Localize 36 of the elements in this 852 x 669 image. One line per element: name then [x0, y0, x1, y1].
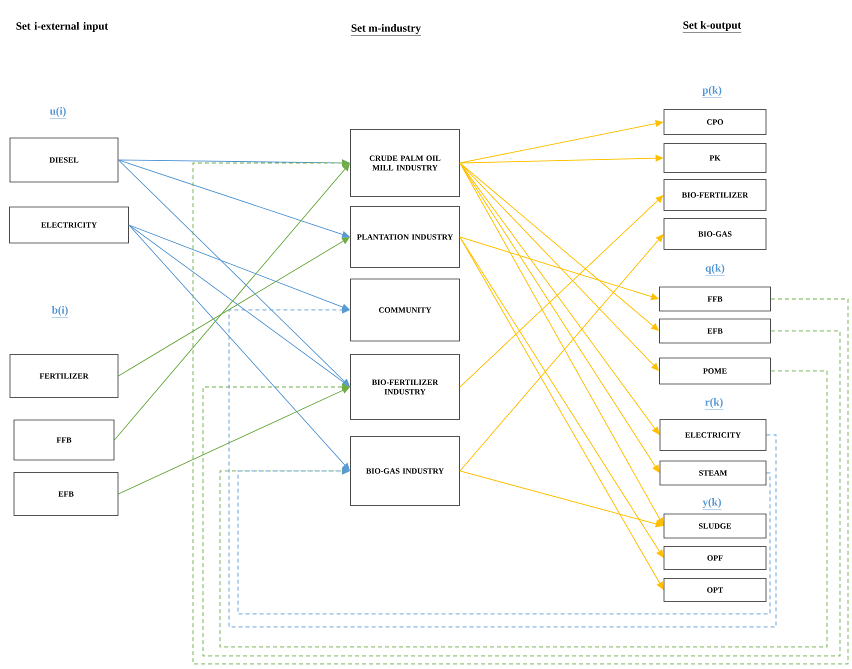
output-box: SLUDGE	[664, 514, 766, 538]
set-label: p(k)	[702, 86, 722, 98]
set-label: b(i)	[52, 306, 68, 318]
input-box: ELECTRICITY	[9, 206, 129, 244]
process-box: BIO-FERTILIZER INDUSTRY	[350, 354, 460, 420]
input-box: DIESEL	[10, 138, 118, 182]
column-heading: Set m-industry	[350, 24, 422, 36]
output-box: BIO-GAS	[664, 218, 766, 250]
output-box: STEAM	[660, 460, 766, 486]
feedback-arrow	[202, 330, 840, 656]
output-box: BIO-FERTILIZER	[664, 179, 766, 211]
set-label: y(k)	[702, 498, 722, 510]
output-box: OPT	[664, 578, 766, 602]
process-box: COMMUNITY	[350, 278, 460, 342]
feedback-arrow	[192, 159, 848, 664]
process-box: CRUDE PALM OIL MILL INDUSTRY	[350, 129, 460, 197]
column-heading: Set k-output	[682, 21, 742, 33]
output-box: OPF	[664, 546, 766, 570]
output-box: ELECTRICITY	[660, 419, 766, 451]
feedback-arrow	[238, 467, 770, 614]
output-box: CPO	[664, 109, 766, 135]
input-box: EFB	[14, 472, 118, 516]
process-box: PLANTATION INDUSTRY	[350, 206, 460, 268]
set-label: u(i)	[50, 107, 66, 119]
column-heading: Set i-external input	[16, 22, 108, 32]
input-box: FFB	[14, 420, 114, 460]
set-label: r(k)	[704, 398, 724, 410]
output-box: FFB	[659, 286, 771, 312]
output-box: PK	[664, 143, 766, 173]
output-box: POME	[659, 358, 771, 384]
feedback-arrow	[228, 306, 776, 628]
set-label: q(k)	[705, 264, 725, 276]
process-box: BIO-GAS INDUSTRY	[350, 436, 460, 506]
feedback-arrow	[220, 370, 828, 648]
input-box: FERTILIZER	[10, 354, 118, 398]
output-box: EFB	[659, 318, 771, 344]
